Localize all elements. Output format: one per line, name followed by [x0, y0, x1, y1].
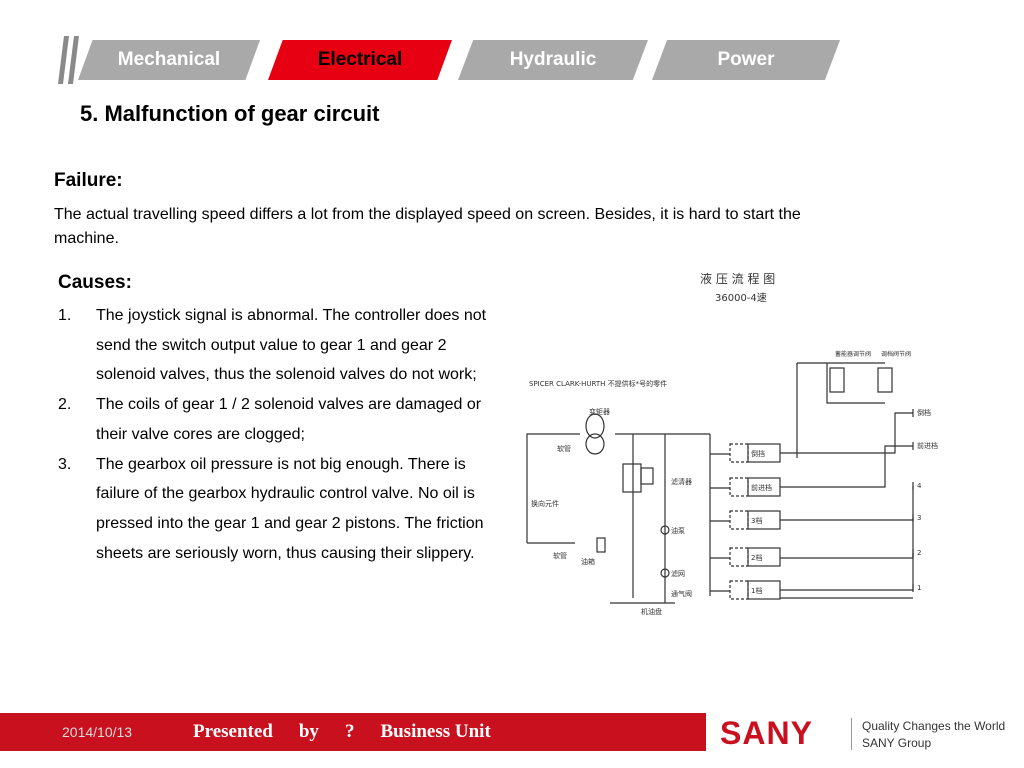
diagram-title: 液 压 流 程 图 [700, 271, 775, 286]
diagram-label: 前进档 [917, 441, 938, 450]
footer-text: Business Unit [380, 721, 491, 742]
tab-power[interactable]: Power [652, 40, 840, 80]
diagram-label: 蓄能器调节阀 [835, 350, 871, 358]
diagram-label: 变矩器 [589, 407, 610, 416]
list-text: The joystick signal is abnormal. The con… [96, 307, 487, 384]
diagram-label: 倒挡 [751, 449, 765, 458]
causes-list: 1. The joystick signal is abnormal. The … [58, 301, 488, 568]
footer-bar [0, 713, 706, 751]
page-title: 5. Malfunction of gear circuit [80, 101, 380, 126]
diagram-label: 调档阀节阀 [881, 350, 911, 358]
tagline-line: SANY Group [862, 736, 932, 750]
diagram-label: 通气阀 [671, 589, 692, 598]
failure-description: The actual travelling speed differs a lo… [54, 206, 801, 247]
diagram-label: 倒档 [917, 408, 931, 417]
diagram-subtitle: 36000-4速 [715, 292, 767, 304]
diagram-label: 软管 [557, 444, 571, 453]
diagram-label: 1 [917, 584, 921, 592]
tab-hydraulic[interactable]: Hydraulic [458, 40, 648, 80]
footer-presented-by: Presented by ? Business Unit [193, 721, 491, 743]
diagram-label: 2 [917, 549, 921, 557]
footer-text: by [298, 721, 319, 742]
company-tagline: Quality Changes the World SANY Group [862, 718, 1005, 752]
diagram-label: 软管 [553, 551, 567, 560]
list-item: 1. The joystick signal is abnormal. The … [58, 301, 488, 390]
double-slash-icon [58, 36, 79, 84]
diagram-label: 3档 [751, 516, 762, 525]
diagram-label: 油箱 [581, 557, 595, 566]
sany-logo: SANY [720, 715, 813, 751]
diagram-label: 油泵 [671, 526, 685, 535]
diagram-label: 机油盘 [641, 607, 662, 616]
diagram-label: 换向元件 [531, 499, 559, 508]
hydraulic-circuit-diagram: 液 压 流 程 图 36000-4速 SPICER CLARK-HURTH 不提… [526, 271, 938, 616]
tab-mechanical[interactable]: Mechanical [78, 40, 260, 80]
diagram-label: 4 [917, 482, 922, 490]
list-text: The coils of gear 1 / 2 solenoid valves … [96, 396, 482, 443]
list-number: 2. [58, 396, 72, 414]
tab-electrical[interactable]: Electrical [268, 40, 452, 80]
diagram-label: 3 [917, 514, 921, 522]
list-number: 1. [58, 307, 72, 324]
footer-date: 2014/10/13 [62, 724, 133, 740]
list-number: 3. [58, 455, 72, 473]
diagram-label: 2档 [751, 553, 762, 562]
diagram-header-label: SPICER CLARK-HURTH 不提供标*号的零件 [529, 379, 667, 388]
list-item: 3. The gearbox oil pressure is not big e… [58, 450, 488, 569]
tagline-line: Quality Changes the World [862, 719, 1006, 733]
diagram-label: 滤网 [671, 569, 685, 578]
diagram-label: 1档 [751, 586, 762, 595]
footer-text: ? [344, 721, 355, 742]
list-item: 2. The coils of gear 1 / 2 solenoid valv… [58, 390, 488, 449]
failure-heading: Failure: [54, 170, 123, 191]
logo-divider [851, 718, 852, 750]
diagram-label: 前进档 [751, 483, 772, 492]
causes-heading: Causes: [58, 272, 132, 293]
footer-text: Presented [193, 721, 273, 742]
diagram-label: 滤清器 [671, 477, 692, 486]
list-text: The gearbox oil pressure is not big enou… [96, 455, 484, 562]
